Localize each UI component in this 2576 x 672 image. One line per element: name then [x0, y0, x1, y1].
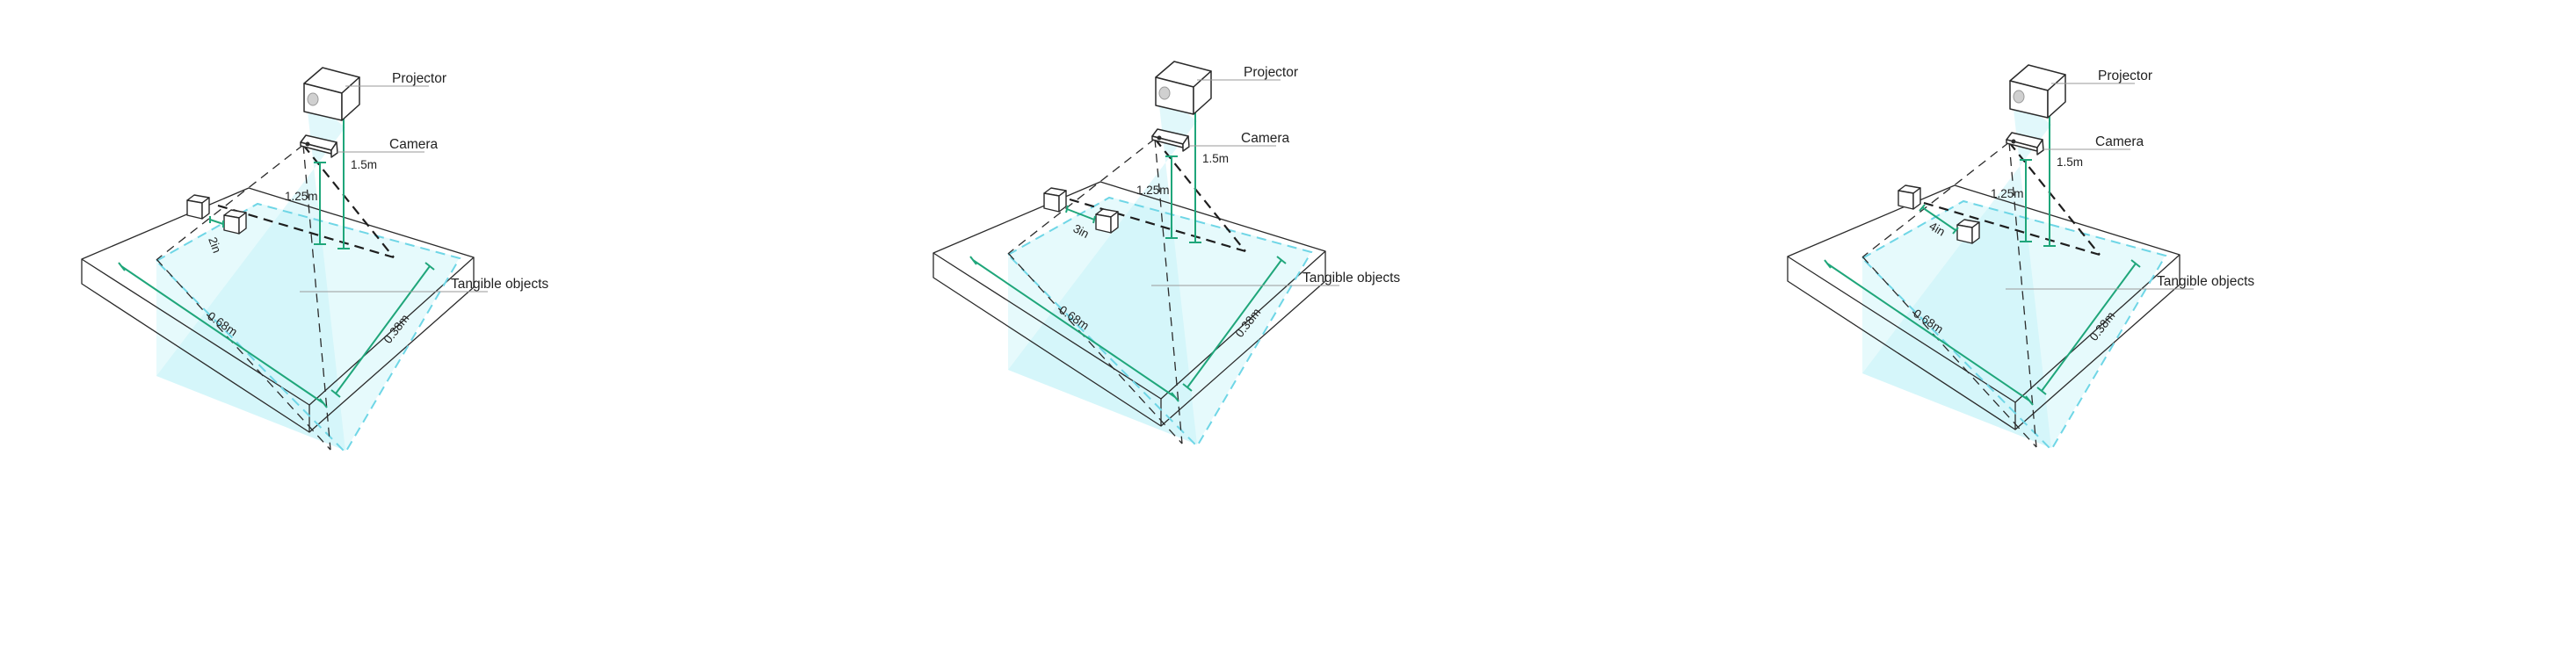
panel-1: 2in Projector Camera Tangible objects 1.…: [80, 66, 548, 454]
tangible-object-a: [1898, 184, 1921, 210]
object-spacing-label: 2in: [206, 235, 223, 255]
camera-height-label: 1.25m: [1991, 187, 2024, 200]
object-spacing-dimension: [1065, 205, 1096, 224]
object-spacing-dimension: [209, 216, 224, 228]
camera-label: Camera: [2095, 134, 2144, 149]
tangible-object-b: [1095, 208, 1119, 234]
projector-height-label: 1.5m: [1202, 152, 1229, 165]
projector-label: Projector: [1244, 65, 1298, 80]
projector-height-label: 1.5m: [2057, 155, 2083, 169]
tangible-objects-label: Tangible objects: [451, 277, 548, 292]
tangible-object-b: [223, 209, 247, 235]
panel-2: 3in Projector Camera Tangible objects 1.…: [932, 60, 1400, 448]
object-spacing-label: 3in: [1071, 221, 1092, 241]
camera-height-label: 1.25m: [285, 190, 318, 203]
camera-height-label: 1.25m: [1136, 184, 1170, 197]
panel-3: 4in Projector Camera Tangible objects 1.…: [1786, 63, 2254, 452]
tangible-object-b: [1956, 219, 1980, 244]
tangible-objects-label: Tangible objects: [2157, 274, 2254, 289]
projector-label: Projector: [2098, 69, 2152, 83]
object-spacing-dimension: [1919, 204, 1959, 235]
projector-height-label: 1.5m: [351, 158, 377, 171]
camera-label: Camera: [389, 137, 439, 152]
tangible-object-a: [186, 194, 210, 220]
tangible-objects-label: Tangible objects: [1303, 271, 1400, 285]
camera-label: Camera: [1241, 131, 1290, 146]
tangible-object-a: [1043, 187, 1067, 213]
projector-label: Projector: [392, 71, 446, 86]
